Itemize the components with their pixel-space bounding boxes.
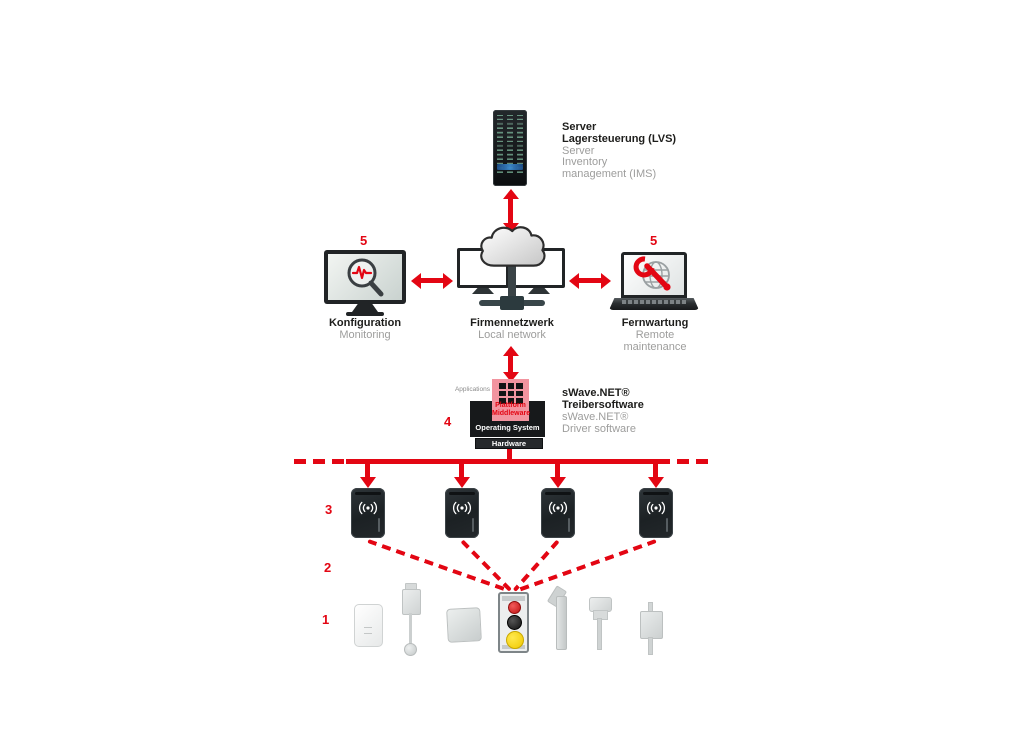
wireless-icon — [646, 501, 666, 515]
applications-label: Applications — [454, 386, 490, 393]
server-tower-icon — [493, 110, 527, 186]
firmennetzwerk-title: Firmennetzwerk — [470, 317, 554, 329]
wireless-icon — [358, 501, 378, 515]
server-title-de-2: Lagersteuerung (LVS) — [562, 132, 677, 145]
cloud-icon — [480, 226, 546, 267]
access-point-4 — [639, 488, 673, 538]
lever-switch-icon — [556, 596, 567, 650]
swave-title-de-1: sWave.NET® — [562, 387, 630, 399]
monitoring-subtitle: Monitoring — [339, 328, 391, 341]
server-title-en-1: Server — [562, 144, 595, 157]
black-button — [507, 615, 522, 630]
monitor-stand — [352, 304, 378, 312]
label-number-2: 2 — [324, 560, 332, 575]
monitor-icon-konfiguration — [324, 250, 406, 304]
wireless-icon — [452, 501, 472, 515]
konfiguration-title: Konfiguration — [328, 317, 402, 329]
fernwartung-title: Fernwartung — [621, 317, 689, 329]
operating-system-label: Operating System — [475, 423, 540, 432]
server-network-arrow — [502, 189, 519, 233]
hardware-box — [475, 438, 543, 449]
network-software-arrow — [502, 346, 519, 382]
monitor-base — [346, 312, 384, 316]
magnifier-pulse-icon — [347, 258, 384, 297]
branch-arrow-2 — [454, 477, 470, 488]
konfiguration-label: Konfiguration Monitoring — [305, 317, 425, 342]
label-number-5-right: 5 — [650, 233, 658, 248]
remote-subtitle-1: Remote — [635, 328, 675, 341]
wireless-wall-switch-icon — [354, 604, 383, 647]
server-title-en-3: management (IMS) — [562, 168, 657, 181]
branch-arrow-1 — [360, 477, 376, 488]
hardware-label: Hardware — [491, 439, 527, 448]
branch-arrow-3 — [550, 477, 566, 488]
label-number-1: 1 — [322, 612, 330, 627]
software-bus-stem — [507, 449, 512, 461]
label-number-4: 4 — [444, 414, 452, 429]
firmennetzwerk-label: Firmennetzwerk Local network — [440, 317, 584, 342]
bus-dashed-left — [294, 459, 346, 464]
swave-title-en-1: sWave.NET® — [562, 411, 629, 423]
float-switch-icon — [402, 589, 421, 615]
red-button — [508, 601, 521, 614]
remote-subtitle-2: maintenance — [623, 340, 687, 353]
server-label: Server Lagersteuerung (LVS) Server Inven… — [562, 121, 677, 181]
access-point-1 — [351, 488, 385, 538]
label-number-5-left: 5 — [360, 233, 368, 248]
network-pole — [508, 262, 516, 302]
swave-title-de-2: Treibersoftware — [562, 399, 644, 411]
limit-switch-icon — [640, 611, 663, 639]
fernwartung-label: Fernwartung Remote maintenance — [595, 317, 715, 353]
junction-box-icon — [446, 607, 482, 643]
laptop-base — [609, 298, 699, 310]
label-number-3: 3 — [325, 502, 333, 517]
laptop-icon-fernwartung — [621, 252, 687, 298]
network-fernwartung-arrow — [569, 272, 611, 289]
platform-middleware-label: Plattform Middleware — [492, 402, 531, 417]
access-point-3 — [541, 488, 575, 538]
globe-wrench-icon — [633, 256, 671, 291]
yellow-button — [506, 631, 524, 649]
bus-line — [346, 459, 658, 464]
server-title-en-2: Inventory — [562, 156, 608, 169]
branch-arrow-4 — [648, 477, 664, 488]
access-point-2 — [445, 488, 479, 538]
wireless-icon — [548, 501, 568, 515]
server-title-de-1: Server — [562, 121, 597, 133]
local-network-subtitle: Local network — [478, 328, 546, 341]
applications-grid-icon — [499, 383, 523, 404]
bus-dashed-right — [658, 459, 714, 464]
swave-title-en-2: Driver software — [562, 423, 636, 435]
konfiguration-network-arrow — [411, 272, 453, 289]
swave-driver-label: sWave.NET® Treibersoftware sWave.NET® Dr… — [562, 387, 644, 435]
